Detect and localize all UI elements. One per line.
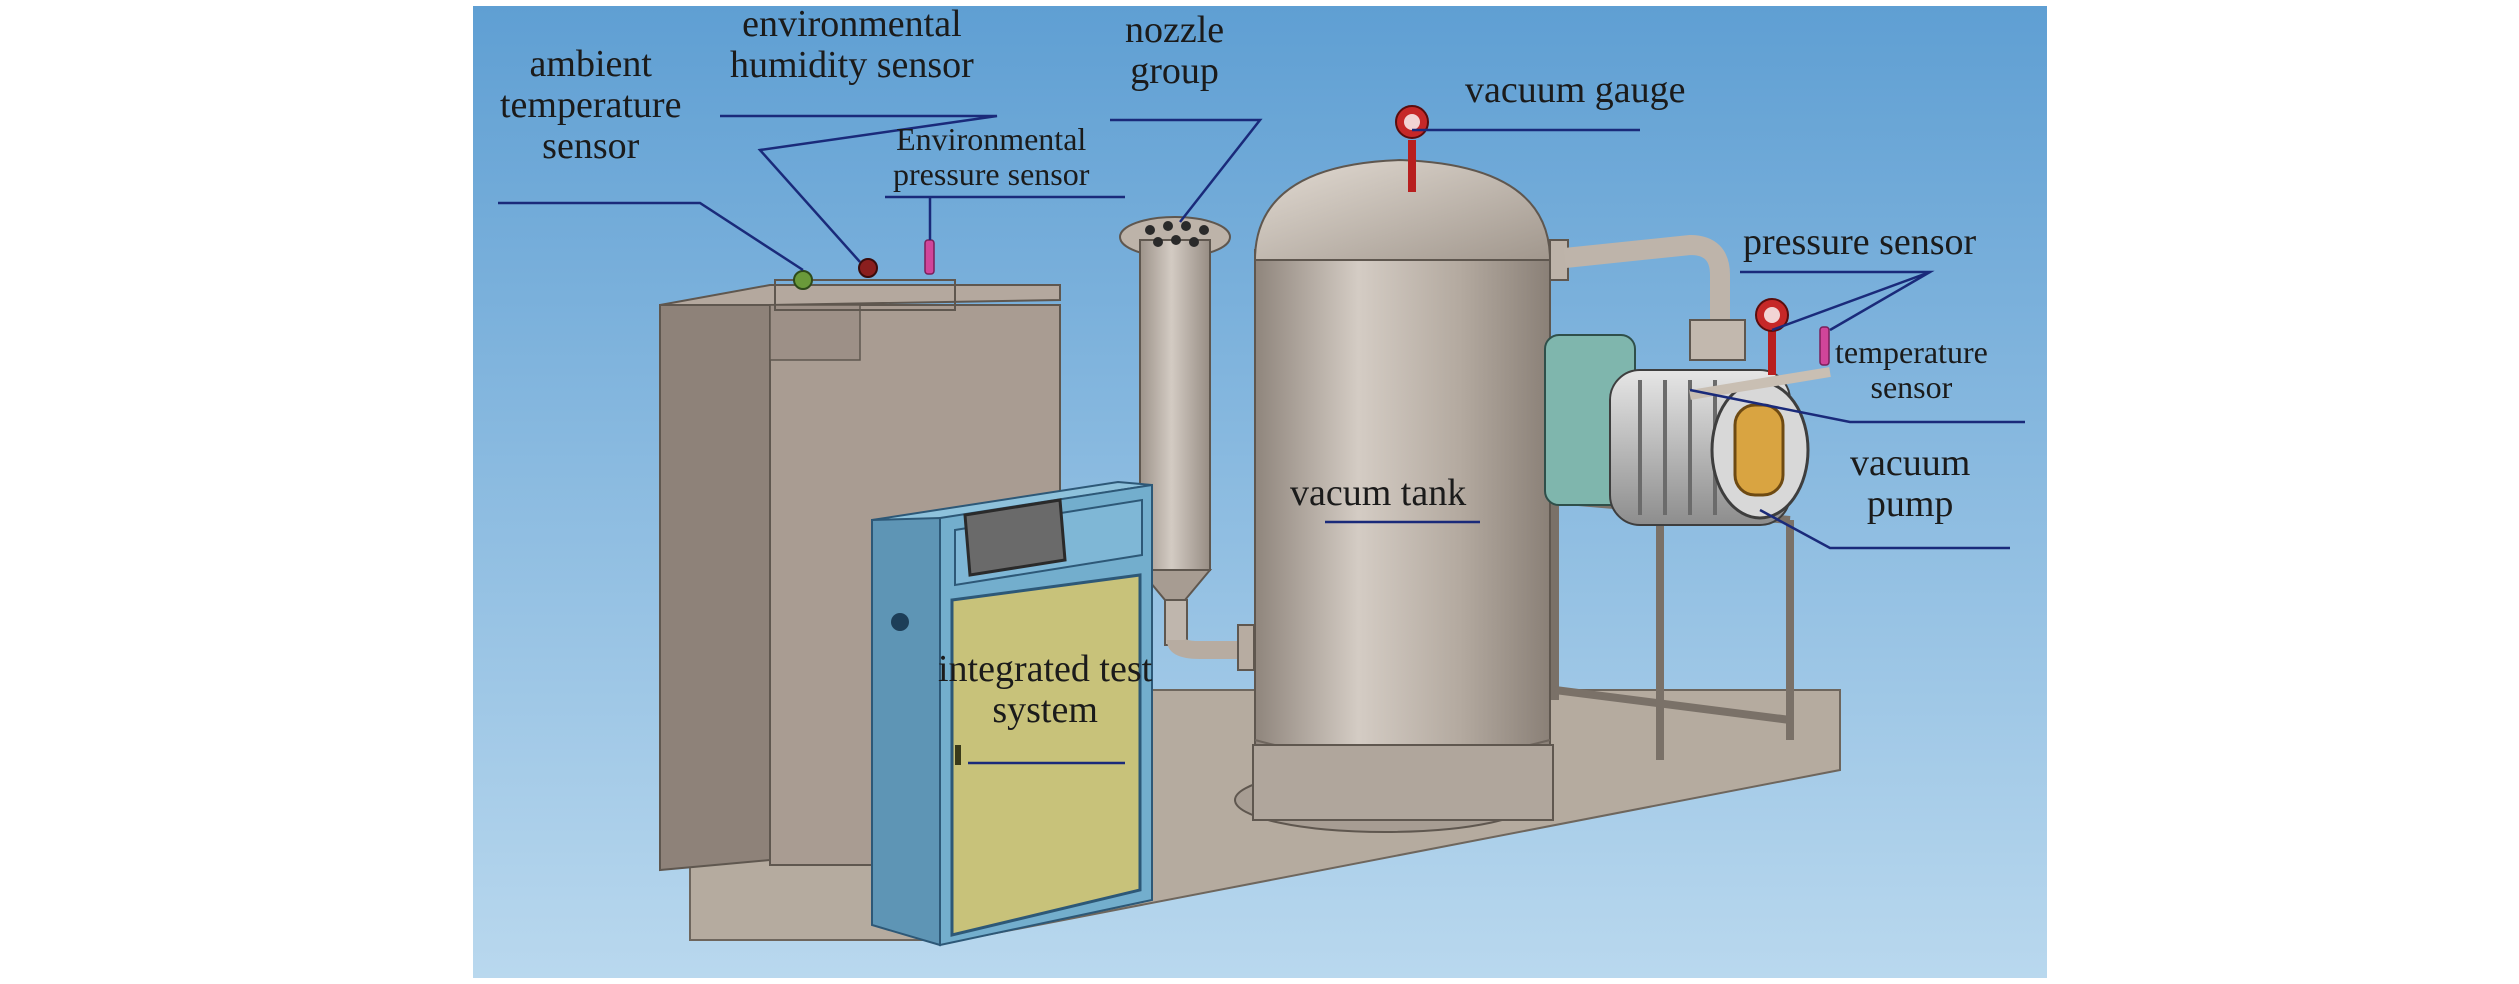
vacuum-tank (1234, 158, 1746, 833)
label-vacuum-pump: vacuum pump (1850, 442, 1971, 526)
cable-port-icon (891, 613, 909, 631)
sensor-pipe (1689, 298, 1831, 400)
env-pressure-sensor-icon (924, 239, 935, 275)
leader-lines (498, 114, 2025, 765)
label-vacum-tank: vacum tank (1290, 472, 1467, 514)
label-nozzle-group: nozzle group (1125, 9, 1225, 93)
label-ambient-temperature-sensor: ambient temperature sensor (500, 43, 682, 168)
label-temperature-sensor: temperature sensor (1835, 334, 1988, 405)
hmi-screen (963, 498, 1067, 577)
ambient-sensors (793, 239, 935, 290)
label-environmental-pressure-sensor: Environmental pressure sensor (893, 121, 1090, 192)
control-panel (871, 480, 1153, 947)
label-pressure-sensor: pressure sensor (1743, 221, 1977, 263)
humidity-sensor-icon (858, 258, 878, 278)
vacuum-pump (1544, 334, 1810, 526)
door-handle-icon (955, 745, 961, 765)
temperature-sensor-icon (1819, 326, 1830, 366)
ambient-temperature-sensor-icon (793, 270, 813, 290)
pressure-gauge-icon (1768, 320, 1776, 375)
nozzle-column (1119, 216, 1255, 671)
label-environmental-humidity-sensor: environmental humidity sensor (730, 3, 974, 87)
label-integrated-test-system: integrated test system (938, 648, 1153, 732)
label-vacuum-gauge: vacuum gauge (1465, 69, 1686, 111)
cabinet-door (950, 573, 1142, 937)
